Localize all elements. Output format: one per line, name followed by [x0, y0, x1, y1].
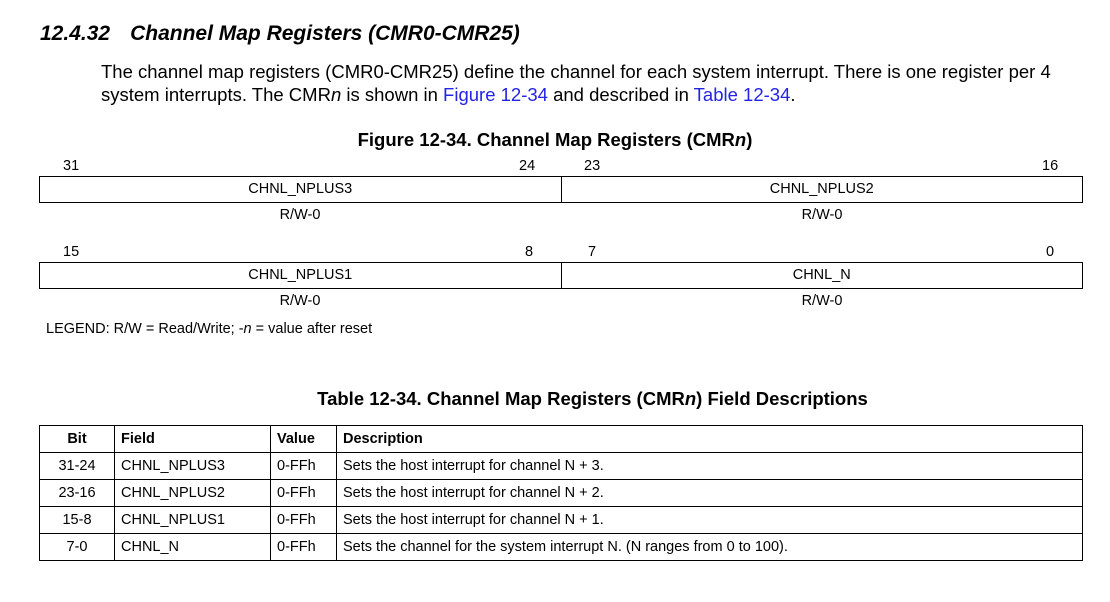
figure-link[interactable]: Figure 12-34	[443, 84, 548, 105]
header-field: Field	[114, 425, 271, 453]
paragraph-text: The channel map registers (CMR0-CMR25) d…	[101, 61, 1051, 105]
table-row: 7-0 CHNL_N 0-FFh Sets the channel for th…	[39, 533, 1083, 561]
cell-value: 0-FFh	[270, 479, 337, 507]
paragraph-italic-n: n	[330, 84, 342, 105]
table-title-n: n	[684, 388, 697, 409]
legend-text: = value after reset	[251, 321, 373, 337]
cell-field: CHNL_NPLUS2	[114, 479, 271, 507]
cell-field: CHNL_N	[114, 533, 271, 561]
bit-number: 31	[63, 158, 80, 174]
figure-title-n: n	[734, 129, 747, 150]
bit-numbers: 31 24 23 16	[39, 158, 1083, 176]
register-field: CHNL_NPLUS2	[560, 177, 1083, 202]
register-field: CHNL_NPLUS3	[248, 181, 353, 197]
legend-text: LEGEND: R/W = Read/Write; -	[46, 321, 244, 337]
paragraph-text: .	[790, 84, 796, 105]
cell-value: 0-FFh	[270, 452, 337, 480]
cell-description: Sets the host interrupt for channel N + …	[336, 506, 1083, 534]
table-title-text: Table 12-34. Channel Map Registers (CMR	[317, 388, 685, 409]
cell-value: 0-FFh	[270, 533, 337, 561]
access-label: R/W-0	[279, 293, 321, 309]
figure-title-text: )	[746, 129, 753, 150]
access-label: R/W-0	[801, 207, 843, 223]
field-descriptions-table: Bit Field Value Description 31-24 CHNL_N…	[39, 425, 1083, 561]
figure-title-text: Figure 12-34. Channel Map Registers (CMR	[357, 129, 735, 150]
register-legend: LEGEND: R/W = Read/Write; -n = value aft…	[46, 321, 372, 337]
register-access: R/W-0 R/W-0	[39, 203, 1083, 227]
header-value: Value	[270, 425, 337, 453]
table-header-row: Bit Field Value Description	[39, 425, 1083, 453]
cell-value: 0-FFh	[270, 506, 337, 534]
cell-field: CHNL_NPLUS3	[114, 452, 271, 480]
section-number: 12.4.32	[40, 22, 111, 45]
register-access: R/W-0 R/W-0	[39, 289, 1083, 313]
cell-field: CHNL_NPLUS1	[114, 506, 271, 534]
register-upper: 31 24 23 16 CHNL_NPLUS3 CHNL_NPLUS2 R/W-…	[39, 158, 1083, 227]
access-label: R/W-0	[801, 293, 843, 309]
bit-number: 16	[1042, 158, 1059, 174]
bit-number: 23	[584, 158, 601, 174]
bit-numbers: 15 8 7 0	[39, 244, 1083, 262]
cell-bit: 31-24	[39, 452, 115, 480]
header-bit: Bit	[39, 425, 115, 453]
table-row: 23-16 CHNL_NPLUS2 0-FFh Sets the host in…	[39, 479, 1083, 507]
section-heading: 12.4.32 Channel Map Registers (CMR0-CMR25…	[40, 22, 520, 46]
cell-description: Sets the channel for the system interrup…	[336, 533, 1083, 561]
intro-paragraph: The channel map registers (CMR0-CMR25) d…	[101, 60, 1091, 106]
access-label: R/W-0	[279, 207, 321, 223]
cell-bit: 23-16	[39, 479, 115, 507]
bit-number: 8	[525, 244, 534, 260]
register-fields-box: CHNL_NPLUS3 CHNL_NPLUS2	[39, 176, 1083, 203]
table-row: 15-8 CHNL_NPLUS1 0-FFh Sets the host int…	[39, 506, 1083, 534]
register-field: CHNL_NPLUS1	[248, 267, 353, 283]
bit-number: 0	[1046, 244, 1055, 260]
header-description: Description	[336, 425, 1083, 453]
bit-number: 15	[63, 244, 80, 260]
bit-number: 7	[588, 244, 597, 260]
register-lower: 15 8 7 0 CHNL_NPLUS1 CHNL_N R/W-0 R/W-0	[39, 244, 1083, 313]
paragraph-text: is shown in	[341, 84, 444, 105]
table-row: 31-24 CHNL_NPLUS3 0-FFh Sets the host in…	[39, 452, 1083, 480]
register-fields-box: CHNL_NPLUS1 CHNL_N	[39, 262, 1083, 289]
cell-bit: 15-8	[39, 506, 115, 534]
legend-italic-n: n	[243, 321, 252, 337]
bit-number: 24	[519, 158, 536, 174]
paragraph-text: and described in	[547, 84, 694, 105]
cell-description: Sets the host interrupt for channel N + …	[336, 479, 1083, 507]
table-title-text: ) Field Descriptions	[696, 388, 868, 409]
figure-title: Figure 12-34. Channel Map Registers (CMR…	[0, 129, 1110, 151]
table-title: Table 12-34. Channel Map Registers (CMRn…	[0, 388, 1110, 410]
section-title: Channel Map Registers (CMR0-CMR25)	[130, 22, 520, 45]
register-field: CHNL_N	[560, 263, 1083, 288]
cell-bit: 7-0	[39, 533, 115, 561]
table-link[interactable]: Table 12-34	[693, 84, 791, 105]
cell-description: Sets the host interrupt for channel N + …	[336, 452, 1083, 480]
